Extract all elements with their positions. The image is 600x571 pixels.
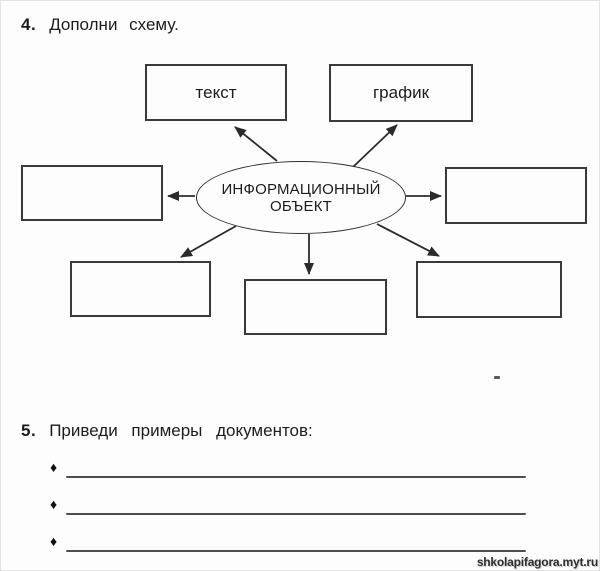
arrow-to-bottom-right: [376, 223, 440, 257]
center-label-line1: ИНФОРМАЦИОННЫЙ: [221, 180, 381, 198]
bullet-diamond-icon: ♦: [50, 496, 58, 512]
blank-answer-line-2: [66, 513, 526, 515]
center-label-line2: ОБЪЕКТ: [270, 197, 332, 215]
arrow-to-bottom-left: [180, 225, 237, 258]
watermark: shkolapifagora.myt.ru: [476, 555, 598, 569]
diagram-box-empty-bottom-right: [416, 261, 562, 318]
bullet-diamond-icon: ♦: [50, 459, 58, 475]
arrow-to-top-right: [352, 124, 398, 168]
diagram-box-empty-right: [445, 167, 587, 224]
task4-title: Дополни схему.: [49, 15, 179, 34]
diagram-box-empty-bottom-left: [70, 261, 211, 317]
diagram-box-grafik-label: график: [372, 83, 430, 102]
task4-heading: 4. Дополни схему.: [21, 15, 179, 35]
task5-number: 5.: [21, 421, 37, 440]
task5-heading: 5. Приведи примеры документов:: [21, 421, 313, 441]
bullet-diamond-icon: ♦: [50, 533, 58, 549]
diagram-arrows: [167, 124, 442, 275]
diagram-box-text: текст: [145, 64, 287, 121]
arrow-to-top-left: [234, 126, 278, 162]
diagram-center-ellipse: ИНФОРМАЦИОННЫЙ ОБЪЕКТ: [196, 161, 406, 234]
scan-speck: [494, 376, 500, 379]
blank-answer-line-1: [66, 476, 526, 478]
diagram-box-empty-left: [21, 165, 163, 221]
task5-title: Приведи примеры документов:: [49, 421, 313, 440]
diagram-box-grafik: график: [329, 64, 473, 122]
task4-number: 4.: [21, 15, 37, 34]
diagram-box-text-label: текст: [195, 82, 237, 102]
blank-answer-line-3: [66, 550, 526, 552]
diagram-box-empty-bottom-center: [244, 279, 387, 335]
